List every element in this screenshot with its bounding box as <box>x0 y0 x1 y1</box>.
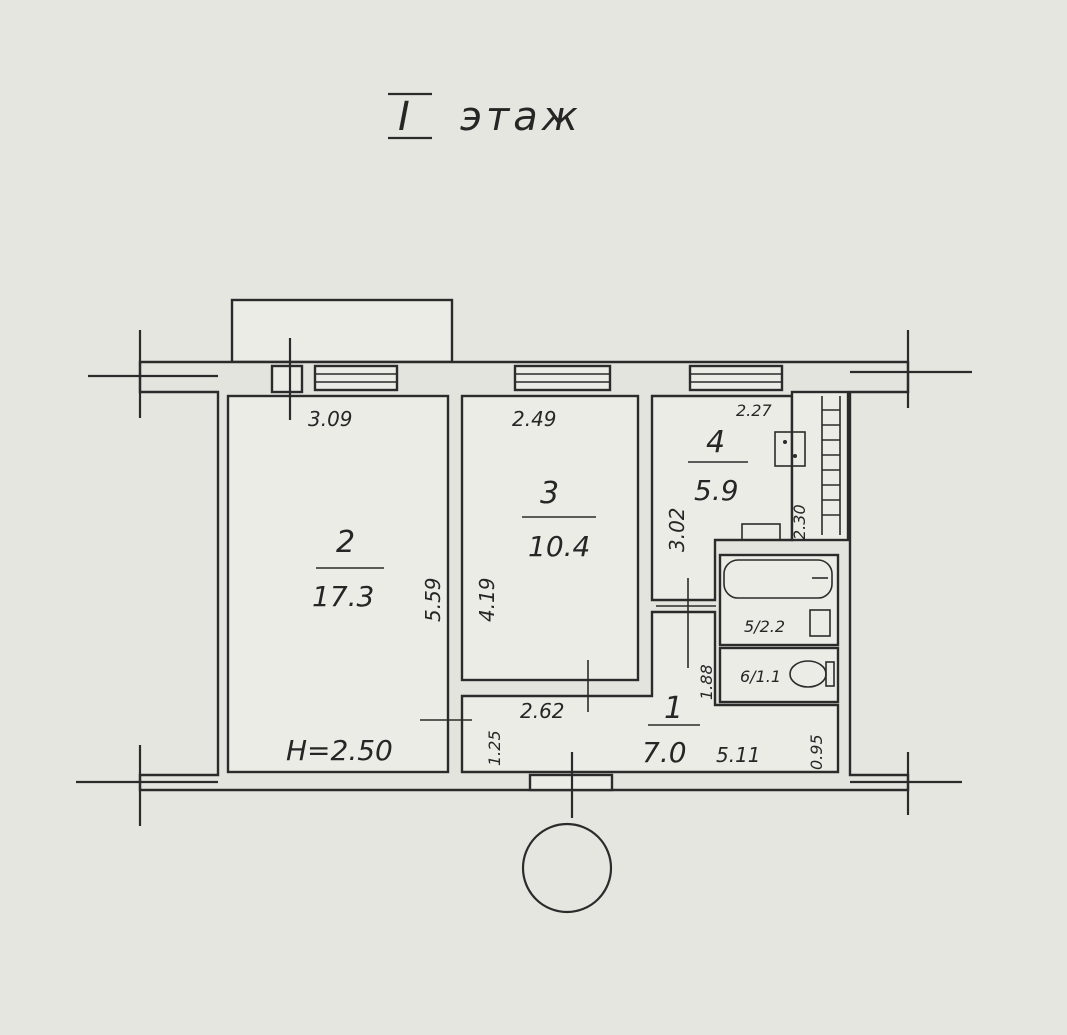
room-3-length: 4.19 <box>475 577 499 622</box>
window-room-2 <box>313 364 399 392</box>
title-word: этаж <box>460 94 582 140</box>
window-room-3 <box>513 364 612 392</box>
room-2-length: 5.59 <box>421 577 445 622</box>
room-4-width: 2.27 <box>736 401 772 420</box>
washbasin-icon <box>809 609 831 637</box>
room-3-width: 2.49 <box>512 407 557 431</box>
room-4-area: 5.9 <box>694 474 739 507</box>
sink-icon <box>741 523 781 541</box>
balcony-door <box>270 364 304 394</box>
room-1-side: 1.88 <box>697 664 716 700</box>
balcony <box>230 298 454 364</box>
room-1-hall <box>460 610 840 774</box>
grid-axes <box>76 330 972 826</box>
room-1-left: 1.25 <box>485 730 504 766</box>
room-4-side: 3.02 <box>665 507 689 552</box>
vent-grid <box>821 396 841 535</box>
room-6-wc <box>718 646 840 704</box>
room-1-length: 5.11 <box>716 743 761 767</box>
room-2 <box>226 394 450 774</box>
room-3-number: 3 <box>540 476 559 511</box>
room-3-area: 10.4 <box>528 530 590 563</box>
room-4-depth: 2.30 <box>790 504 809 540</box>
room-1-width: 2.62 <box>520 699 565 723</box>
room-5-label: 5/2.2 <box>744 617 785 636</box>
floor-title: I этаж <box>388 92 582 140</box>
room-6-label: 6/1.1 <box>740 667 781 686</box>
room-5-bath <box>718 553 840 647</box>
room-2-width: 3.09 <box>308 407 353 431</box>
room-4-number: 4 <box>706 425 725 460</box>
ceiling-height: H=2.50 <box>286 734 393 767</box>
stove-icon <box>774 431 806 467</box>
window-room-4 <box>688 364 784 392</box>
compass-circle <box>521 822 613 914</box>
room-1-depth: 0.95 <box>807 734 826 770</box>
windows <box>270 364 784 394</box>
room-1-number: 1 <box>664 691 683 726</box>
room-2-area: 17.3 <box>312 580 374 613</box>
room-1-area: 7.0 <box>642 736 687 769</box>
title-roman: I <box>398 94 414 140</box>
room-2-number: 2 <box>336 525 355 560</box>
room-3 <box>460 394 640 682</box>
bathtub-icon <box>723 559 833 599</box>
